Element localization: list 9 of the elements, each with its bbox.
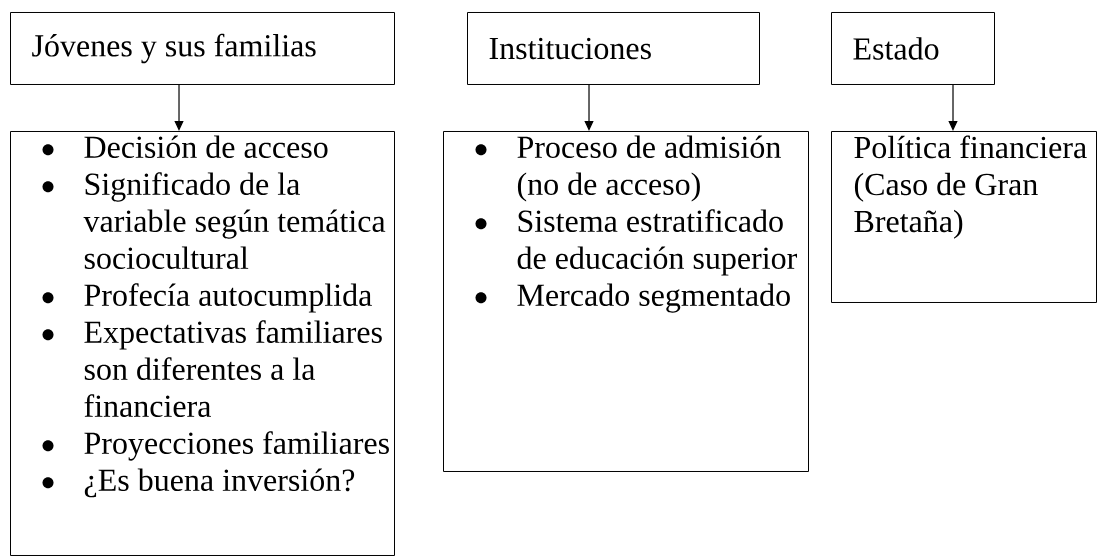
arrow [584, 84, 594, 131]
header-box: Jóvenes y sus familias [10, 12, 395, 85]
header-box: Estado [831, 12, 995, 85]
bullet-list-box: Decisión de acceso Significado de la variable según temática sociocultural Profecía autocumplida Expectativas familiares son diferentes a la financiera Proyecciones familiares ¿Es buena inversión? [10, 131, 395, 556]
header-box: Instituciones [467, 12, 760, 85]
bullet-list-box: Proceso de admisión (no de acceso) Sistema estratificado de educación superior Mercado segmentado [443, 131, 809, 472]
text-box: Política financiera (Caso de Gran Bretaña) [831, 131, 1097, 303]
arrow [174, 84, 184, 131]
arrow [948, 84, 958, 131]
